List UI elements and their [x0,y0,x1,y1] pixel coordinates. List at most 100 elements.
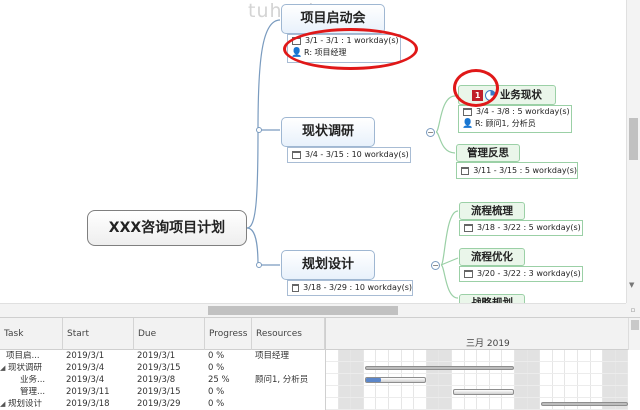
day-column [439,350,452,410]
column-header-due[interactable]: Due [134,318,205,350]
gantt-row[interactable]: 业务... 2019/3/4 2019/3/8 25 % 顾问1, 分析员 [0,375,325,386]
subtopic-process-review[interactable]: 流程梳理 [459,202,525,220]
cell-resources [252,399,325,410]
task-name: 现状调研 [8,363,43,373]
cell-resources: 项目经理 [255,351,290,361]
calendar-icon [292,37,301,45]
cell-progress: 0 % [208,351,225,361]
task-resource: R: 项目经理 [304,48,347,57]
mind-map-canvas[interactable]: tuhuaba.com XXX咨询项目计划 项目启动会 3/1 - 3/1 : … [0,0,626,303]
cell-resources [252,387,325,398]
gantt-table-header: Task Start Due Progress Resources [0,318,325,350]
subtopic-strategy[interactable]: 战略规划 [459,294,525,303]
timeline-grid[interactable] [326,350,629,410]
task-name: 业务... [20,375,46,385]
progress-fill [365,378,381,382]
day-column [515,350,528,410]
task-date: 3/11 - 3/15 : 5 workday(s) [473,165,577,175]
vertical-scrollbar[interactable]: ▼ [626,0,640,303]
cell-progress: 25 % [208,375,230,385]
subtopic-management-review[interactable]: 管理反思 [456,144,520,162]
expand-toggle-icon[interactable]: ◢ [0,364,6,372]
scroll-down-arrow-icon[interactable]: ▼ [629,281,635,289]
cell-start: 2019/3/4 [66,375,105,385]
task-bar[interactable] [364,377,426,383]
scroll-thumb[interactable] [629,118,638,160]
resize-corner-icon[interactable]: ▫ [626,303,640,317]
row-divider [326,385,628,386]
cell-task: ◢规划设计 [0,399,63,410]
subtopic-business-status[interactable]: 1 业务现状 [458,85,556,105]
task-name: 规划设计 [8,399,43,409]
summary-bar[interactable] [364,366,514,370]
collapse-button[interactable]: − [431,261,440,270]
row-divider [326,361,628,362]
cell-start: 2019/3/18 [66,399,110,409]
cell-progress: 0 % [208,399,225,409]
task-date: 3/18 - 3/22 : 5 workday(s) [477,223,581,232]
topic-kickoff[interactable]: 项目启动会 [281,4,385,34]
cell-task: 管理... [0,387,63,398]
central-topic[interactable]: XXX咨询项目计划 [87,210,247,246]
task-name: 管理... [20,387,46,397]
gantt-chart: 三月 2019 [325,318,640,410]
horizontal-scrollbar[interactable] [0,303,626,317]
day-column [490,350,503,410]
cell-due: 2019/3/15 [137,387,181,397]
day-column [465,350,478,410]
task-date: 3/20 - 3/22 : 3 workday(s) [477,269,581,278]
task-date: 3/1 - 3/1 : 1 workday(s) [305,36,399,45]
row-divider [326,397,628,398]
cell-task: 业务... [0,375,63,386]
day-column [351,350,364,410]
cell-due: 2019/3/1 [137,351,176,361]
subtopic-management-review-info: 3/11 - 3/15 : 5 workday(s) [456,162,578,179]
topic-kickoff-info: 3/1 - 3/1 : 1 workday(s) 👤R: 项目经理 [287,34,401,63]
task-date: 3/4 - 3/8 : 5 workday(s) [476,107,570,116]
day-column [553,350,566,410]
column-header-progress[interactable]: Progress [205,318,252,350]
connector-dot [256,262,262,268]
column-header-start[interactable]: Start [63,318,134,350]
day-column [477,350,490,410]
scroll-thumb[interactable] [631,320,639,330]
cell-start: 2019/3/4 [66,363,105,373]
cell-start: 2019/3/11 [66,387,110,397]
connector-dot [256,127,262,133]
person-icon: 👤 [291,48,303,58]
task-bar[interactable] [453,389,514,395]
calendar-icon [463,108,472,116]
scroll-thumb[interactable] [208,306,398,315]
day-column [502,350,515,410]
priority-1-icon: 1 [472,89,484,101]
cell-due: 2019/3/8 [137,375,176,385]
topic-planning[interactable]: 规划设计 [281,250,375,280]
timeline-scrollbar[interactable] [628,318,640,350]
topic-research[interactable]: 现状调研 [281,117,375,147]
day-column [578,350,591,410]
column-header-resources[interactable]: Resources [252,318,325,350]
day-column [615,350,629,410]
topic-planning-info: 3/18 - 3/29 : 10 workday(s) [287,280,413,296]
row-divider [326,373,628,374]
task-resource: R: 顾问1, 分析员 [475,119,536,128]
day-column [591,350,604,410]
day-column [426,350,440,410]
progress-quarter-icon [485,89,497,101]
cell-task: 项目启... [0,351,63,362]
collapse-button[interactable]: − [426,128,435,137]
subtopic-process-optimize-info: 3/20 - 3/22 : 3 workday(s) [459,266,583,282]
day-column [414,350,427,410]
task-date: 3/18 - 3/29 : 10 workday(s) [303,283,412,292]
summary-bar[interactable] [541,402,629,406]
subtopic-process-optimize[interactable]: 流程优化 [459,248,525,266]
cell-resources: 顾问1, 分析员 [255,375,309,385]
column-header-task[interactable]: Task [0,318,63,350]
cell-due: 2019/3/29 [137,399,181,409]
expand-toggle-icon[interactable]: ◢ [0,400,6,408]
month-label: 三月 2019 [466,339,510,349]
